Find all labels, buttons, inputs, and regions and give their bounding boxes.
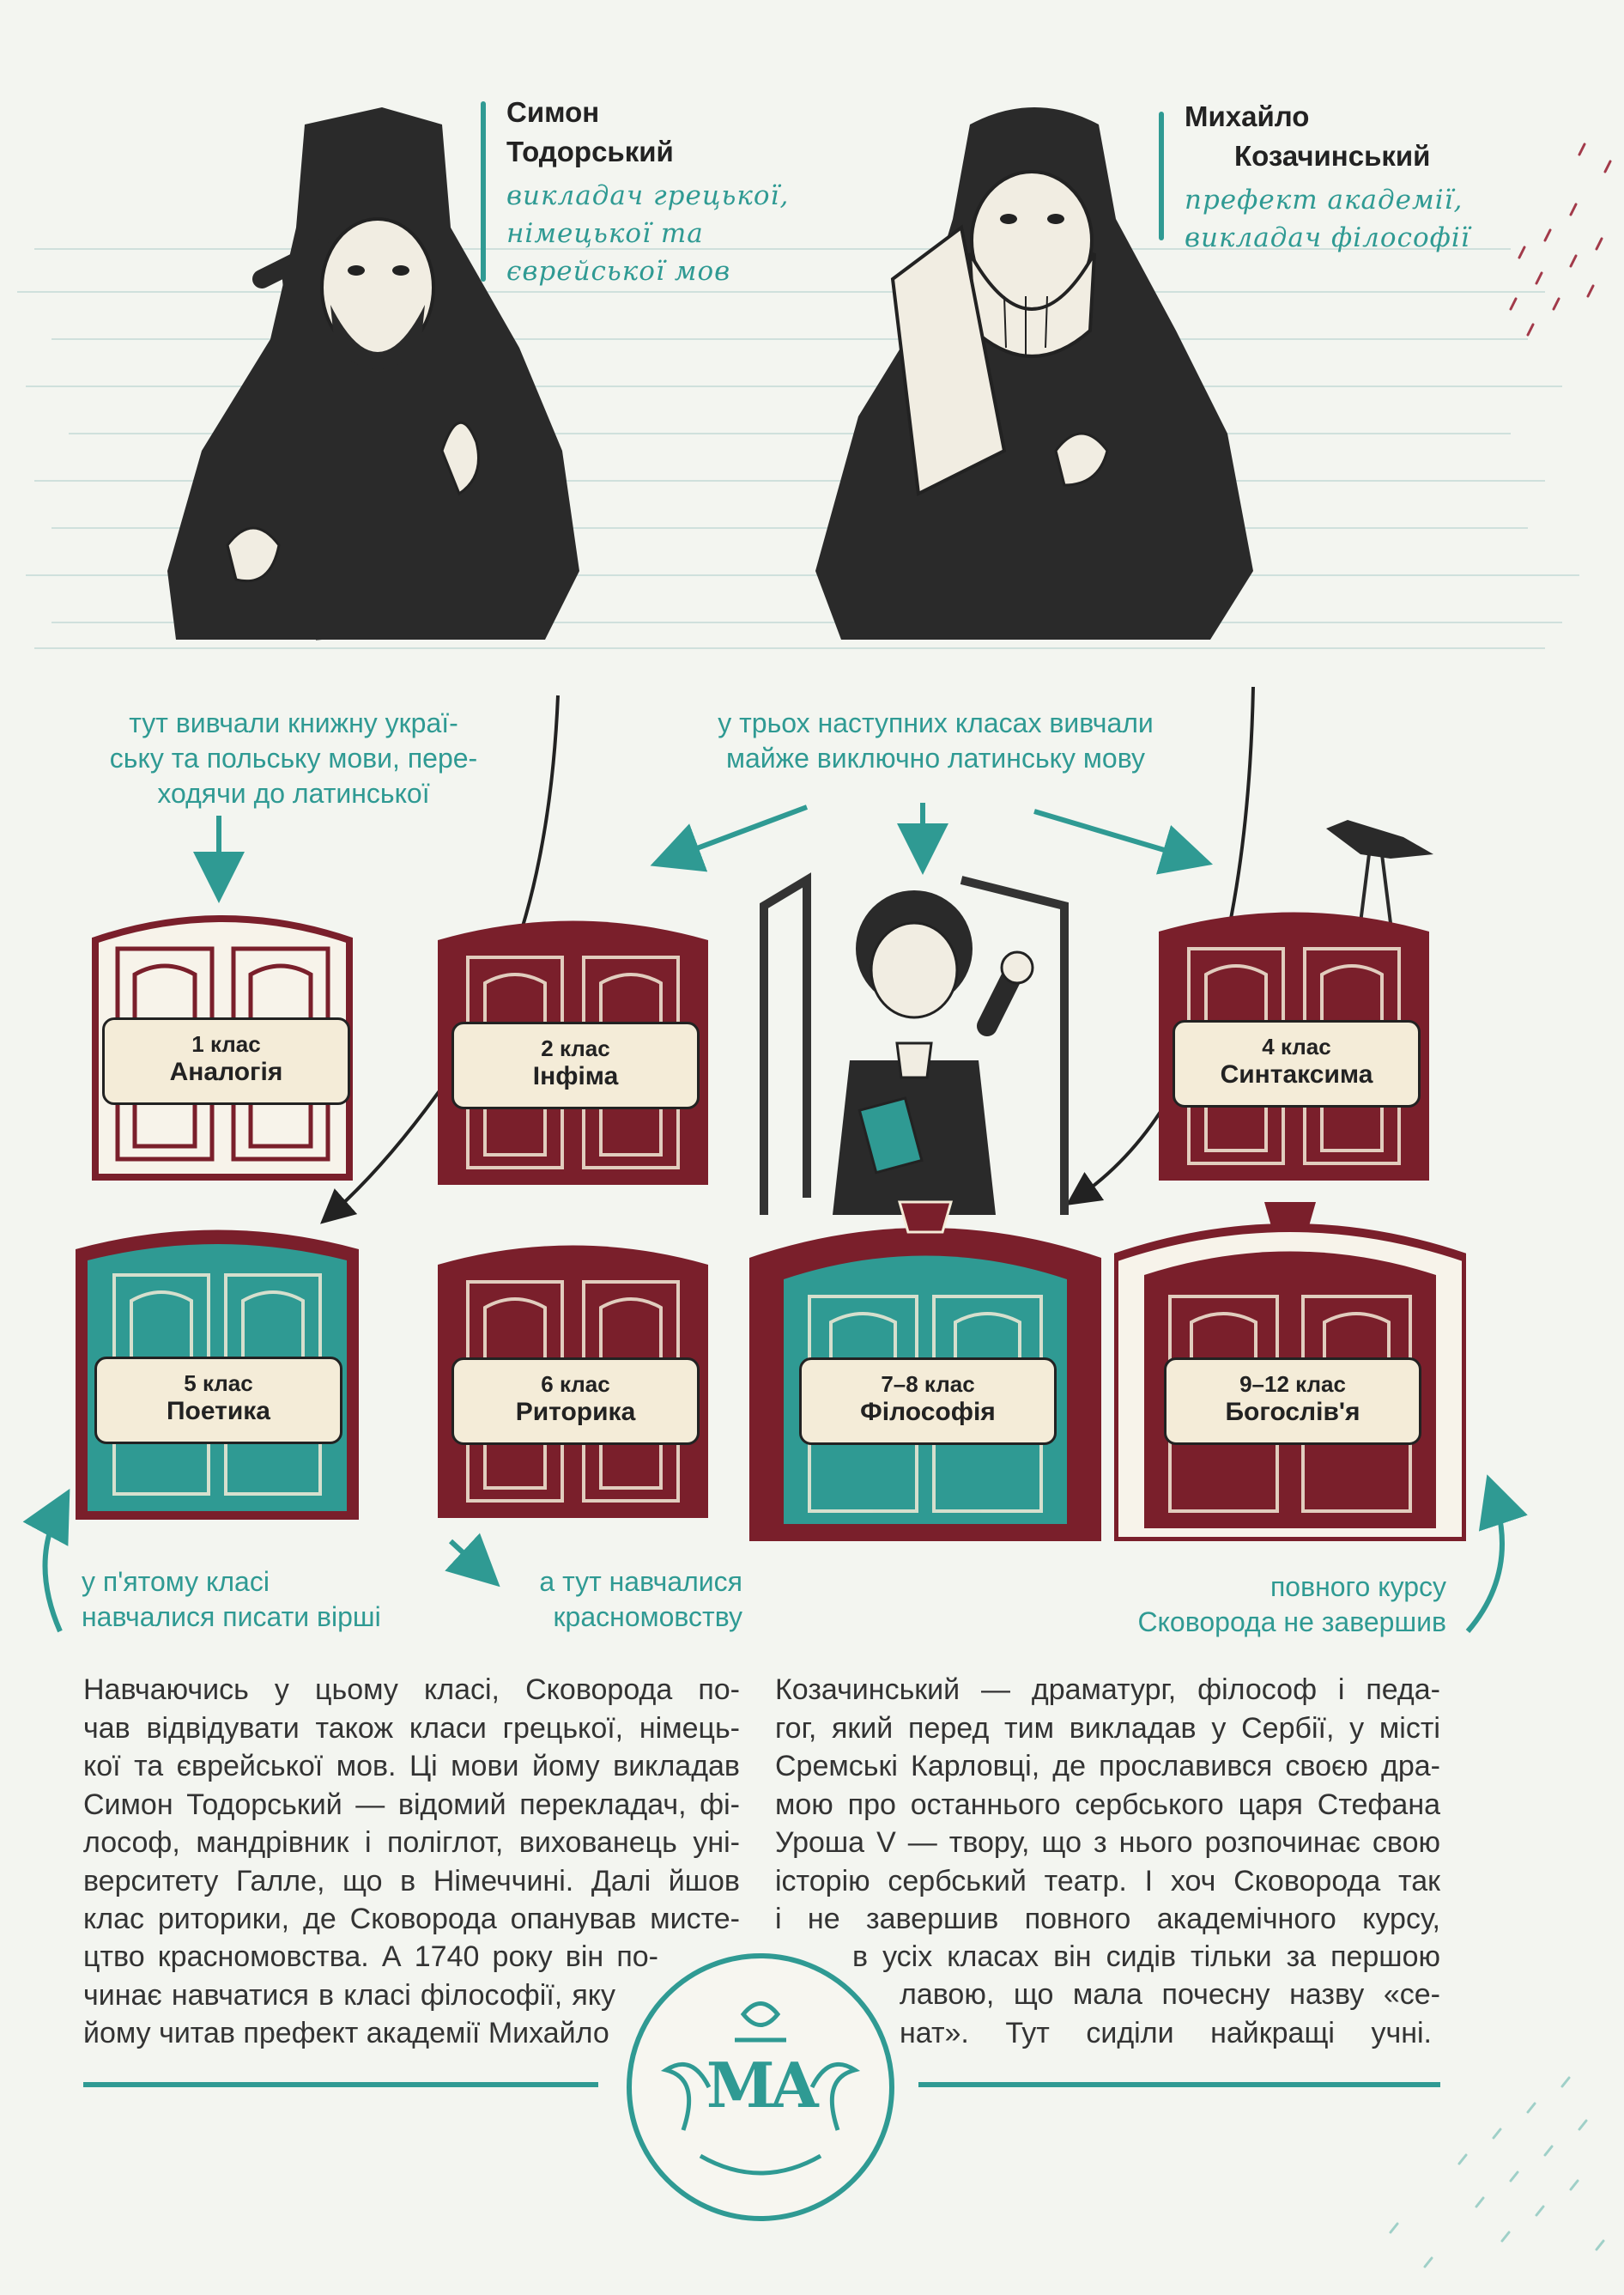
class-title: Риторика — [515, 1398, 636, 1426]
class-scroll: 4 клас Синтаксима — [1173, 1020, 1421, 1108]
class-number: 1 клас — [191, 1031, 261, 1057]
portrait-label-kozachynsky: Михайло Козачинський префект академії, в… — [1185, 97, 1470, 257]
caption-line: тут вивчали книжну украї- — [129, 707, 458, 738]
arrow-to-class2 — [650, 804, 809, 872]
class-scroll: 7–8 клас Філософія — [799, 1357, 1057, 1445]
portrait-role: німецької та — [506, 218, 704, 249]
text-line: клас риторики, де Сковорода опанував мис… — [83, 1903, 740, 1935]
caption-line: майже виключно латинську мову — [726, 743, 1145, 774]
label-bracket — [1159, 112, 1164, 240]
body-text-left: Навчаючись у цьому класі, Сковорода по- … — [83, 1671, 740, 1939]
text-line: верситету Галле, що в Німеччині. Далі йш… — [83, 1864, 740, 1897]
body-text-left-end: цтво красномовства. А 1740 року він по- … — [83, 1938, 658, 2053]
emblem-letters: МА — [706, 2049, 820, 2122]
caption-line: ходячи до латинської — [157, 778, 430, 809]
body-text-right-end: в усіх класах він сидів тільки за першою — [852, 1938, 1440, 1976]
caption-line: повного курсу — [1270, 1571, 1446, 1602]
portrait-role: префект академії, — [1185, 185, 1463, 216]
text-line: Уроша V — твору, що з нього розпочинає с… — [775, 1826, 1440, 1859]
text-line: чав відвідувати також класи грецької, ні… — [83, 1711, 740, 1745]
class-number: 4 клас — [1262, 1034, 1331, 1059]
portrait-name: Козачинський — [1234, 140, 1431, 172]
class-scroll: 5 клас Поетика — [94, 1357, 342, 1444]
door-class1: 1 клас Аналогія — [92, 906, 354, 1185]
text-line: гог, який перед тим викладав у Сербії, у… — [775, 1711, 1440, 1745]
academy-emblem: МА — [627, 1953, 894, 2221]
portrait-role: викладач грецької, — [506, 180, 790, 211]
text-line: цтво красномовства. А 1740 року він по- — [83, 1940, 658, 1973]
portrait-name: Тодорський — [506, 136, 674, 167]
class-number: 5 клас — [184, 1370, 253, 1396]
door-class6: 6 клас Риторика — [438, 1235, 708, 1522]
text-line: в усіх класах він сидів тільки за першою — [852, 1940, 1440, 1973]
footer-rule-right — [918, 2082, 1440, 2087]
text-line: Сремські Карловці, де прославився своєю … — [775, 1750, 1440, 1782]
text-line: і не завершив повного академічного курсу… — [775, 1903, 1440, 1935]
arrow-to-class4 — [1033, 809, 1214, 875]
class-scroll: 6 клас Риторика — [451, 1357, 700, 1445]
portrait-role: єврейської мов — [506, 256, 731, 287]
caption-class1: тут вивчали книжну украї- ську та польсь… — [83, 706, 504, 811]
door-class2: 2 клас Інфіма — [438, 910, 708, 1189]
caption-line: ську та польську мови, пере- — [109, 743, 478, 774]
caption-line: у трьох наступних класах вивчали — [718, 707, 1154, 738]
portrait-name: Симон — [506, 96, 600, 128]
body-text-right-end2: лавою, що мала почесну назву «се- нат». … — [900, 1976, 1440, 2052]
arrow-to-class9 — [1465, 1474, 1528, 1633]
caption-class6: а тут навчалися красномовству — [506, 1564, 742, 1635]
caption-line: красномовству — [553, 1601, 742, 1632]
label-bracket — [481, 101, 486, 282]
caption-line: навчалися писати вірші — [82, 1601, 381, 1632]
class-number: 9–12 клас — [1239, 1371, 1346, 1397]
door-class7-8: 7–8 клас Філософія — [749, 1198, 1101, 1545]
crow-illustration — [1326, 820, 1433, 924]
portrait-label-todorsky: Симон Тодорський викладач грецької, німе… — [506, 93, 789, 290]
text-line: Козачинський — драматург, філософ і педа… — [775, 1673, 1440, 1706]
class-title: Поетика — [166, 1397, 270, 1425]
student-boy-illustration — [760, 872, 1069, 1215]
class-title: Інфіма — [532, 1062, 619, 1090]
class-number: 6 клас — [541, 1371, 610, 1397]
class-title: Аналогія — [169, 1058, 283, 1086]
door-class4: 4 клас Синтаксима — [1159, 902, 1429, 1185]
text-line: нат». Тут сиділи найкращі учні. — [900, 2016, 1432, 2049]
caption-class5: у п'ятому класі навчалися писати вірші — [82, 1564, 381, 1635]
text-line: лософ, мандрівник і поліглот, вихованець… — [83, 1826, 740, 1859]
text-line: Симон Тодорський — відомий перекладач, ф… — [83, 1788, 740, 1821]
text-line: мою про останнього сербського царя Стефа… — [775, 1788, 1440, 1821]
door-class5: 5 клас Поетика — [76, 1219, 359, 1524]
door-frame — [76, 1229, 359, 1520]
portrait-name: Михайло — [1185, 100, 1310, 132]
class-number: 7–8 клас — [881, 1371, 975, 1397]
text-line: йому читав префект академії Михайло — [83, 2017, 609, 2049]
portrait-role: викладач філософії — [1185, 222, 1470, 253]
caption-line: а тут навчалися — [539, 1566, 742, 1597]
caption-latin: у трьох наступних класах вивчали майже в… — [678, 706, 1193, 776]
footer-rule-left — [83, 2082, 598, 2087]
portrait-todorsky-illustration — [167, 107, 579, 641]
body-text-right: Козачинський — драматург, філософ і педа… — [775, 1671, 1440, 1939]
text-line: лавою, що мала почесну назву «се- — [900, 1978, 1440, 2011]
class-scroll: 1 клас Аналогія — [102, 1017, 350, 1105]
text-line: чинає навчатися в класі філософії, яку — [83, 1978, 615, 2012]
caption-line: у п'ятому класі — [82, 1566, 270, 1597]
class-scroll: 9–12 клас Богослів'я — [1164, 1357, 1421, 1445]
class-title: Синтаксима — [1220, 1060, 1373, 1089]
caption-unfinished: повного курсу Сковорода не завершив — [1073, 1569, 1446, 1640]
text-line: історію сербський театр. І хоч Сковорода… — [775, 1864, 1440, 1897]
door-class9-12: 9–12 клас Богослів'я — [1110, 1198, 1470, 1545]
class-scroll: 2 клас Інфіма — [451, 1022, 700, 1109]
class-title: Філософія — [860, 1398, 996, 1426]
text-line: Навчаючись у цьому класі, Сковорода по- — [83, 1673, 740, 1706]
arrow-to-class5 — [22, 1488, 70, 1633]
class-title: Богослів'я — [1225, 1398, 1360, 1426]
class-number: 2 клас — [541, 1035, 610, 1061]
emblem-ornament — [660, 2001, 861, 2176]
caption-line: Сковорода не завершив — [1137, 1606, 1446, 1637]
arrow-to-class6 — [445, 1533, 500, 1588]
portrait-kozachynsky-illustration — [815, 107, 1253, 640]
text-line: кої та єврейської мов. Ці мови йому викл… — [83, 1750, 740, 1782]
